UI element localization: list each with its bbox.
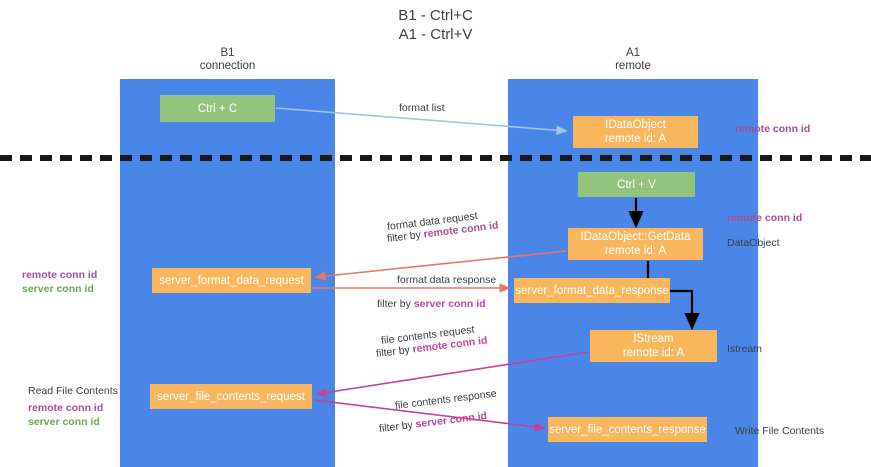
annotation-remote-conn-id-left-2: remote conn id <box>28 402 104 414</box>
node-ctrl-v[interactable]: Ctrl + V <box>578 172 695 197</box>
node-idataobject-label: IDataObject <box>605 119 666 131</box>
annotation-remote-conn-id-top-text: remote conn id <box>735 123 811 135</box>
annotation-remote-conn-id-mid-text: remote conn id <box>727 212 803 224</box>
node-server-format-data-request[interactable]: server_format_data_request <box>152 268 311 293</box>
wire-response-to-istream <box>668 289 700 331</box>
filter-prefix: filter by <box>377 298 414 310</box>
phase-divider <box>0 155 871 161</box>
filter-key-server-conn-id: server conn id <box>413 298 486 310</box>
wire-format-data-request <box>314 250 567 281</box>
node-istream[interactable]: IStream remote id: A <box>590 330 717 362</box>
title-line-1: B1 - Ctrl+C <box>398 7 473 24</box>
edge-label-format-list-text: format list <box>399 102 445 114</box>
annotation-istream: Istream <box>727 342 762 356</box>
node-server-file-contents-response-label: server_file_contents_response <box>549 423 706 436</box>
column-header-b1-role: connection <box>199 60 256 72</box>
node-idataobject-getdata-label: IDataObject::GetData <box>580 231 691 243</box>
node-istream-sublabel: remote id: A <box>622 347 685 359</box>
node-idataobject-getdata[interactable]: IDataObject::GetData remote id: A <box>568 228 703 260</box>
node-idataobject-getdata-sublabel: remote id: A <box>604 245 667 257</box>
title-line-2: A1 - Ctrl+V <box>398 26 473 43</box>
annotation-remote-conn-id-left-1: remote conn id <box>22 269 98 281</box>
annotation-conn-ids-bottom: remote conn id server conn id <box>28 401 103 429</box>
node-server-file-contents-request-label: server_file_contents_request <box>157 390 305 403</box>
node-server-format-data-request-label: server_format_data_request <box>159 274 304 287</box>
node-ctrl-c[interactable]: Ctrl + C <box>160 95 275 122</box>
node-server-format-data-response[interactable]: server_format_data_response <box>514 278 670 303</box>
column-header-a1: A1 remote <box>568 47 698 73</box>
annotation-read-file-contents-text: Read File Contents <box>28 385 118 397</box>
page-title: B1 - Ctrl+C A1 - Ctrl+V <box>0 6 871 44</box>
node-idataobject[interactable]: IDataObject remote id: A <box>573 116 698 148</box>
column-header-b1-name: B1 <box>220 47 235 59</box>
node-ctrl-c-label: Ctrl + C <box>197 102 238 115</box>
annotation-write-file-contents-text: Write File Contents <box>735 425 825 437</box>
column-header-b1: B1 connection <box>150 47 305 73</box>
node-istream-label: IStream <box>633 333 674 345</box>
column-header-a1-name: A1 <box>625 47 641 59</box>
node-server-file-contents-request[interactable]: server_file_contents_request <box>150 384 312 409</box>
wire-file-contents-request <box>315 351 589 398</box>
annotation-remote-conn-id-top: remote conn id <box>735 122 810 136</box>
annotation-read-file-contents: Read File Contents <box>28 384 118 398</box>
edge-label-format-data-response-filter: filter by server conn id <box>377 297 486 311</box>
column-header-a1-role: remote <box>615 60 651 72</box>
annotation-write-file-contents: Write File Contents <box>735 424 824 438</box>
edge-label-format-data-response: format data response <box>397 273 496 287</box>
annotation-conn-ids-middle: remote conn id server conn id <box>22 268 97 296</box>
annotation-dataobject: DataObject <box>727 236 780 250</box>
node-idataobject-sublabel: remote id: A <box>604 133 667 145</box>
annotation-istream-text: Istream <box>727 343 763 355</box>
annotation-server-conn-id-left-1: server conn id <box>22 283 94 295</box>
annotation-dataobject-text: DataObject <box>727 237 780 249</box>
edge-label-format-list: format list <box>399 101 445 115</box>
wire-format-list <box>275 107 568 136</box>
annotation-remote-conn-id-mid: remote conn id <box>727 211 802 225</box>
wire-file-contents-response <box>313 399 546 432</box>
annotation-server-conn-id-left-2: server conn id <box>28 416 100 428</box>
node-server-format-data-response-label: server_format_data_response <box>515 284 669 297</box>
node-server-file-contents-response[interactable]: server_file_contents_response <box>548 417 707 442</box>
edge-label-format-data-response-text: format data response <box>397 274 497 286</box>
node-ctrl-v-label: Ctrl + V <box>617 178 656 191</box>
